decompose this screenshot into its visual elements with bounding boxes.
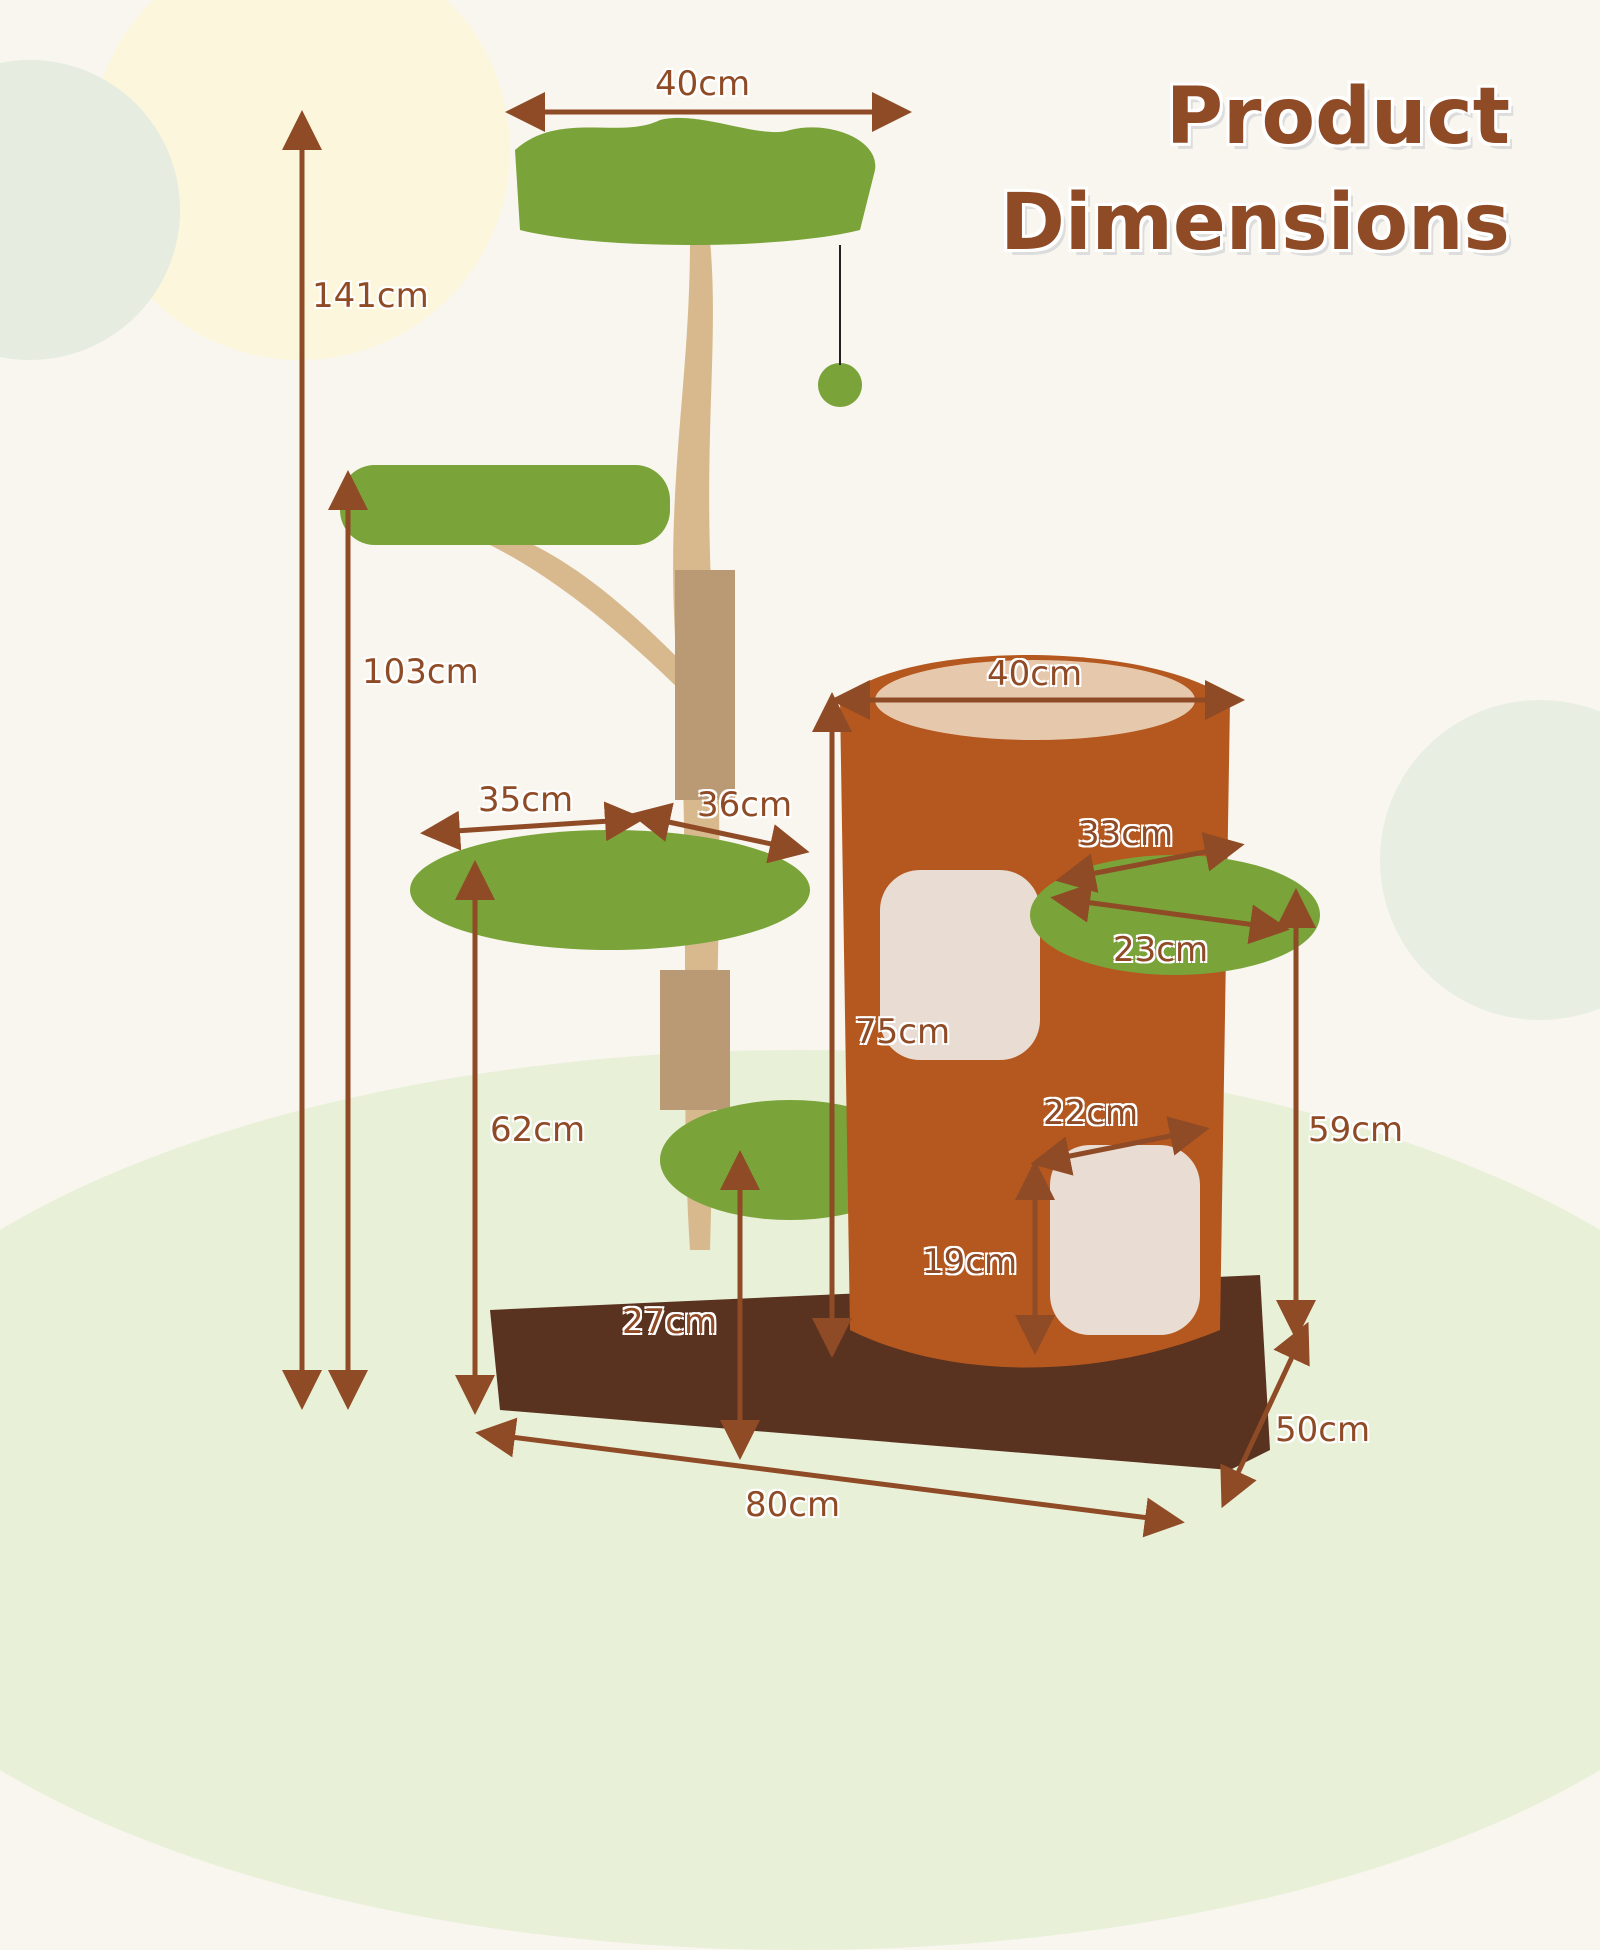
dim-second-perch-height: 103cm [362, 652, 479, 692]
dim-middle-perch-depth: 36cm [697, 785, 793, 825]
arrow-base-length [475, 1417, 1185, 1538]
middle-perch [410, 830, 810, 950]
dim-condo-height: 75cm [855, 1012, 951, 1052]
dim-low-perch-height: 27cm [622, 1302, 718, 1342]
sisal-wrap [675, 570, 735, 800]
dim-side-perch-depth: 23cm [1113, 930, 1209, 970]
toy-ball [818, 363, 862, 407]
dim-base-length: 80cm [745, 1485, 841, 1525]
dim-middle-perch-height: 62cm [490, 1110, 586, 1150]
product-illustration [282, 92, 1320, 1538]
arrow-middle-perch-depth [630, 802, 810, 864]
arrow-middle-perch-width [420, 801, 645, 851]
arrow-side-perch-width [1055, 832, 1245, 893]
dim-middle-perch-width: 35cm [478, 780, 574, 820]
dim-total-height: 141cm [312, 276, 429, 316]
sisal-wrap [660, 970, 730, 1110]
branch [490, 530, 700, 700]
dim-lower-cave-height: 19cm [922, 1242, 1018, 1282]
arrow-side-perch-depth [1050, 882, 1290, 945]
second-perch [340, 465, 670, 545]
dim-condo-top-width: 40cm [987, 654, 1083, 694]
arrow-lower-cave-width [1030, 1116, 1210, 1176]
arrow-base-width [1220, 1321, 1310, 1509]
dim-lower-cave-width: 22cm [1043, 1093, 1139, 1133]
dim-side-perch-width: 33cm [1078, 814, 1174, 854]
title-line-2: Dimensions [1000, 178, 1510, 268]
dim-top-perch-width: 40cm [655, 64, 751, 104]
dim-side-perch-height: 59cm [1308, 1110, 1404, 1150]
upper-cave [880, 870, 1040, 1060]
lower-cave [1050, 1145, 1200, 1335]
top-perch [515, 117, 876, 245]
dim-base-width: 50cm [1275, 1410, 1371, 1450]
title-line-1: Product [1165, 72, 1510, 162]
